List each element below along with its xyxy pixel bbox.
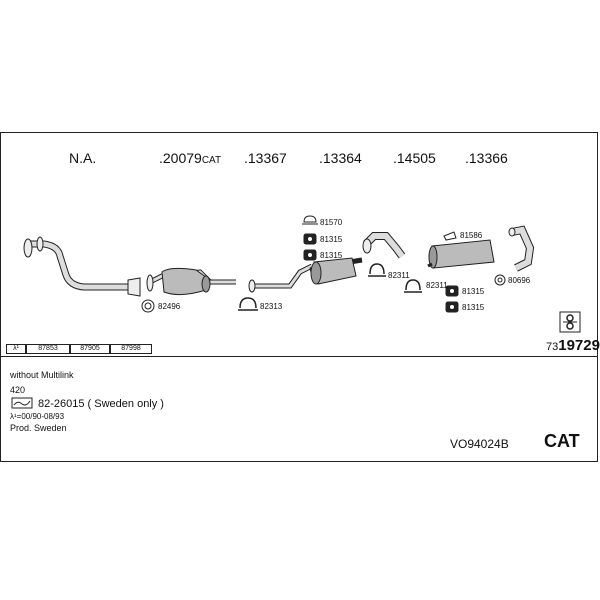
clamp-82311a (368, 263, 386, 277)
info-production: Prod. Sweden (10, 423, 67, 433)
header-part-13366: .13366 (465, 150, 508, 166)
part-label-82496: 82496 (158, 302, 181, 311)
centre-silencer-drawing (309, 257, 363, 285)
info-date-range: λ¹=00/90-08/93 (10, 412, 65, 421)
diagram-frame (0, 132, 598, 462)
part-label-82311b: 82311 (426, 281, 448, 290)
intermediate-pipe-drawing (248, 263, 314, 293)
part-label-81315b: 81315 (320, 251, 343, 260)
rubber-mount-81315d (445, 301, 459, 313)
part-label-82311a: 82311 (388, 271, 410, 280)
header-part-13364: .13364 (319, 150, 362, 166)
rubber-mount-81315c (445, 285, 459, 297)
part-label-81315c: 81315 (462, 287, 485, 296)
cat-label: CAT (544, 431, 580, 451)
tail-pipe-drawing (508, 225, 535, 272)
part-label-81586: 81586 (460, 231, 483, 240)
section-divider (0, 356, 598, 357)
part-label-81315d: 81315 (462, 303, 485, 312)
code-box-87998: 87998 (110, 344, 152, 354)
code-box-87853: 87853 (26, 344, 70, 354)
rubber-mount-81315a (303, 233, 317, 245)
part-label-82313: 82313 (260, 302, 283, 311)
header-part-na: N.A. (69, 150, 97, 166)
gasket-80696 (494, 274, 506, 286)
catalytic-converter-drawing (146, 267, 236, 296)
info-spec: 82-26015 ( Sweden only ) (38, 398, 164, 410)
code-box-87905: 87905 (70, 344, 110, 354)
info-line-multilink: without Multilink (10, 370, 74, 380)
bracket-81586 (443, 231, 457, 241)
part-label-81315a: 81315 (320, 235, 343, 244)
spec-document-icon (11, 397, 33, 409)
header-part-20079: .20079CAT (159, 150, 222, 166)
gasket-82496 (141, 299, 155, 313)
rear-silencer-drawing (427, 239, 495, 269)
rear-pipe-drawing (362, 232, 406, 259)
front-pipe-drawing (23, 236, 141, 297)
clamp-82311b (404, 279, 422, 293)
kit-code: VO94024B (450, 437, 509, 451)
lambda-code-box: λ¹ (6, 344, 26, 354)
info-line-engine: 420 (10, 385, 26, 395)
part-label-80696: 80696 (508, 276, 531, 285)
bracket-81570 (302, 215, 318, 225)
reference-number: 7319729 (546, 337, 600, 354)
header-part-14505: .14505 (393, 150, 436, 166)
clamp-82313 (238, 297, 258, 311)
header-part-13367: .13367 (244, 150, 287, 166)
reference-symbol (559, 311, 581, 333)
rubber-mount-81315b (303, 249, 317, 261)
part-label-81570: 81570 (320, 218, 343, 227)
